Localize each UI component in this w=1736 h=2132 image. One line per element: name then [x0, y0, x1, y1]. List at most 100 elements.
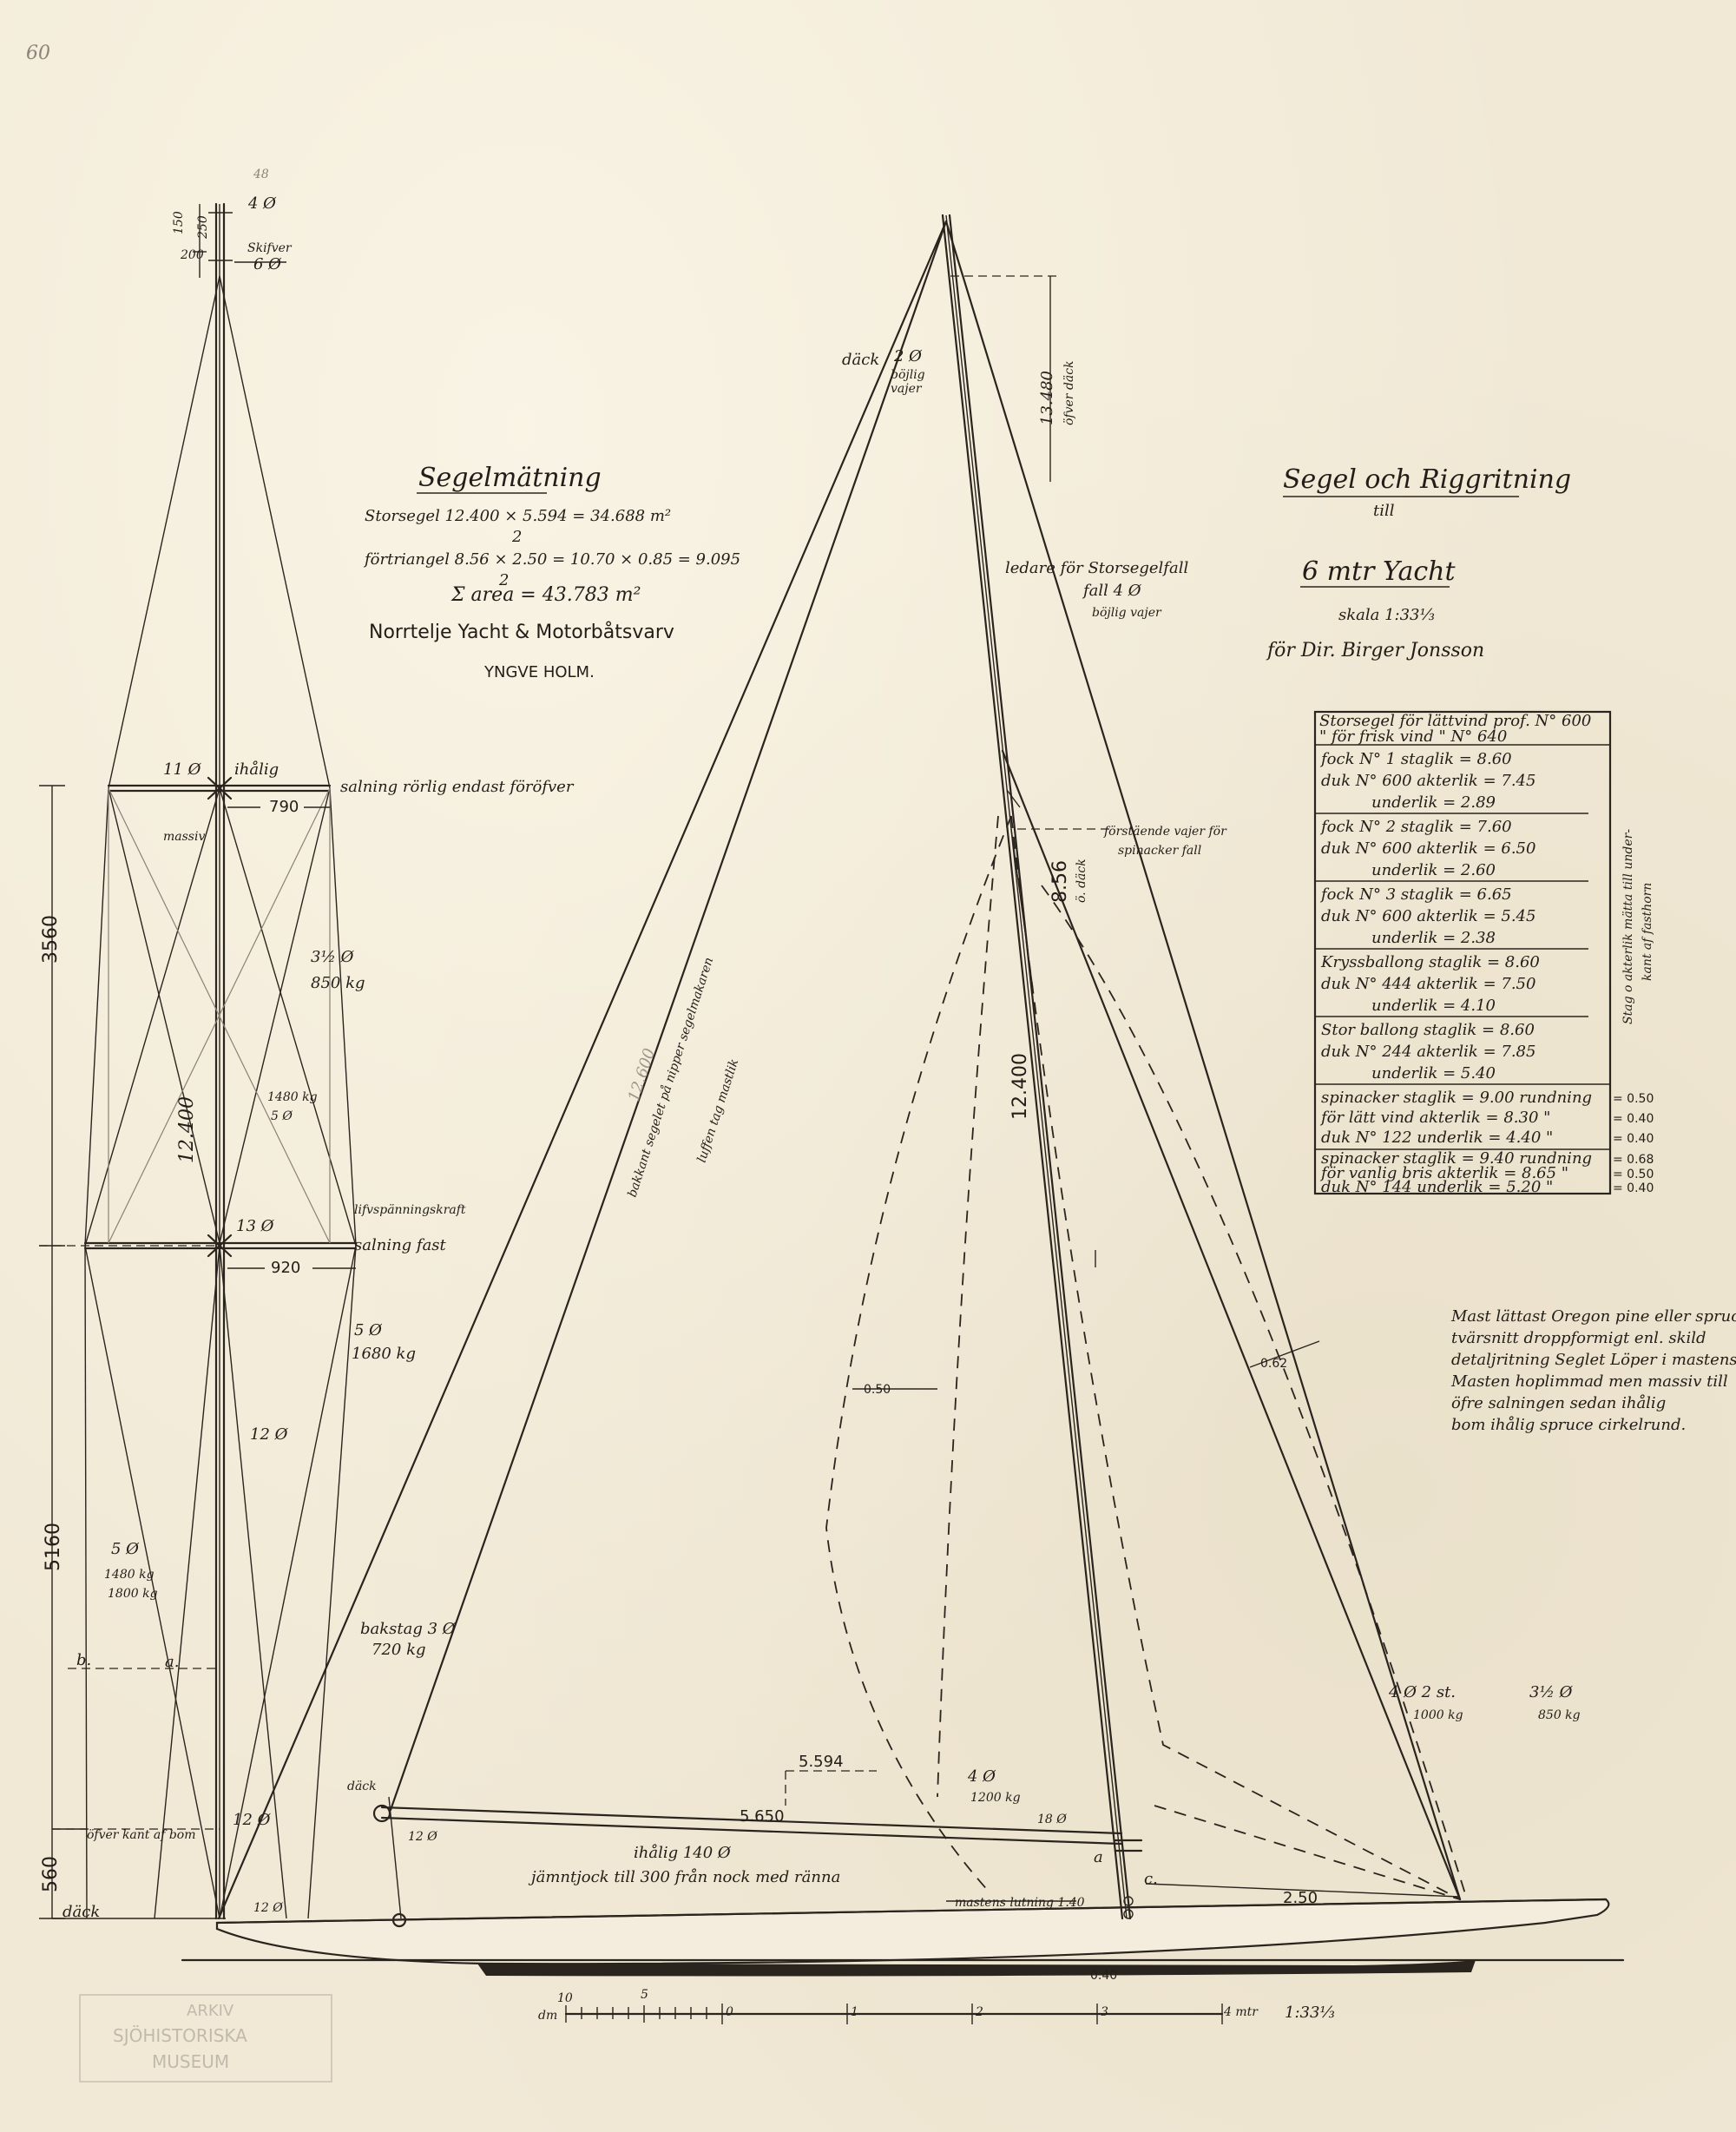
- lower-spreader-width: 920: [271, 1259, 300, 1277]
- wire-d-size: 12 Ø: [250, 1425, 289, 1444]
- sails-table-header-2: " för frisk vind " N° 640: [1319, 727, 1507, 746]
- boom-note-2: jämntjock till 300 från nock med ränna: [528, 1867, 840, 1886]
- table-row: duk N° 122 underlik = 4.40 ": [1321, 1129, 1553, 1147]
- mast-above-deck-note: öfver däck: [1062, 360, 1076, 425]
- scale-label-10: 10: [557, 1991, 573, 2005]
- table-row: duk N° 144 underlik = 5.20 ": [1321, 1178, 1553, 1196]
- table-row: för vanlig bris akterlik = 8.65 ": [1319, 1164, 1568, 1182]
- mast-top-dim-150: 150: [172, 211, 186, 234]
- mast-height-dim: 12.400: [176, 1096, 198, 1163]
- lower-spreader-wire: 13 Ø: [236, 1217, 275, 1235]
- spreader-note: salning rörlig endast föröfver: [340, 778, 575, 796]
- lower-span-dim: 5160: [43, 1523, 64, 1571]
- table-row: fock N° 1 staglik = 8.60: [1319, 750, 1512, 768]
- title-block: Segel och Riggritning till 6 mtr Yacht s…: [1266, 464, 1571, 661]
- table-row: underlik = 2.60: [1371, 861, 1496, 879]
- yard-name: Norrtelje Yacht & Motorbåtsvarv: [369, 621, 674, 643]
- profile-label-a: a: [1094, 1848, 1103, 1866]
- sheet-number: 60: [26, 43, 50, 64]
- forestay-height-dim: 8.56: [1049, 860, 1071, 903]
- boom-wire-size: 4 Ø: [967, 1767, 996, 1786]
- table-row-note: = 0.68: [1613, 1153, 1654, 1167]
- jumper-wire-label: 6 Ø: [253, 255, 282, 273]
- dim-062: 0.62: [1260, 1357, 1287, 1371]
- boom-mark-label: öfver kant af bom: [87, 1828, 196, 1842]
- table-row: duk N° 600 akterlik = 6.50: [1321, 839, 1535, 858]
- table-row-note: = 0.40: [1613, 1132, 1654, 1146]
- mast-elevation: [39, 202, 358, 1920]
- mainsail-divisor: 2: [511, 528, 522, 546]
- mast-note-line: detaljritning Seglet Löper i mastens: [1451, 1351, 1736, 1369]
- lower-spreader-tension: lifvspänningskraft: [354, 1203, 466, 1217]
- table-row-note: = 0.40: [1613, 1181, 1654, 1195]
- main-halyard-wire: böjlig vajer: [1092, 606, 1162, 620]
- table-row-note: = 0.40: [1613, 1112, 1654, 1126]
- shroud-size: 4 Ø 2 st.: [1388, 1683, 1456, 1701]
- mainsail-area: Storsegel 12.400 × 5.594 = 34.688 m²: [365, 507, 671, 525]
- table-row: underlik = 2.38: [1371, 929, 1496, 947]
- boom-length-dim: 5.650: [740, 1807, 785, 1826]
- mast-note-line: öfre salningen sedan ihålig: [1451, 1393, 1666, 1412]
- sail-area-block: Segelmätning Storsegel 12.400 × 5.594 = …: [363, 463, 740, 681]
- jumper-label: Skifver: [247, 241, 293, 255]
- forestay-size: 3½ Ø: [1529, 1683, 1574, 1701]
- scale-label-5: 5: [641, 1988, 648, 2002]
- luff-note-2: luffen tag mastlik: [695, 1057, 742, 1164]
- massiv-label: massiv: [163, 830, 205, 844]
- stamp-line-3: MUSEUM: [152, 2051, 229, 2072]
- top-flexible-label: böjlig: [891, 368, 925, 382]
- table-row: Stor ballong staglik = 8.60: [1321, 1021, 1535, 1039]
- header-mark: 48: [253, 168, 269, 181]
- profile-label-c: c.: [1144, 1870, 1158, 1888]
- wire-c-load: 1680 kg: [352, 1345, 416, 1363]
- top-deck-label: däck: [842, 351, 879, 369]
- stamp-line-1: ARKIV: [187, 2002, 234, 2020]
- mast-above-deck-dim: 13.480: [1038, 371, 1056, 425]
- backstay-load: 720 kg: [372, 1641, 426, 1659]
- lower-spreader-note: salning fast: [354, 1236, 447, 1254]
- table-row-note: = 0.50: [1613, 1168, 1654, 1181]
- shroud-label-b: b.: [76, 1651, 91, 1669]
- forestay-load: 850 kg: [1538, 1708, 1581, 1722]
- table-row: spinacker staglik = 9.00 rundning: [1321, 1089, 1592, 1107]
- rig-profile-labels: däck 2 Ø böjlig vajer 13.480 öfver däck …: [347, 347, 1581, 1983]
- sails-table-header-1: Storsegel för lättvind prof. N° 600: [1319, 712, 1591, 730]
- mast-step-wire: 18 Ø: [1037, 1813, 1067, 1826]
- table-row: duk N° 444 akterlik = 7.50: [1321, 975, 1535, 993]
- table-row: duk N° 600 akterlik = 5.45: [1321, 907, 1535, 925]
- table-row: duk N° 600 akterlik = 7.45: [1321, 772, 1535, 790]
- wire-c-size: 5 Ø: [354, 1321, 383, 1339]
- table-side-note-2: kant af fasthorn: [1641, 883, 1654, 981]
- deck-span-dim: 560: [40, 1856, 62, 1892]
- mast-note: Mast lättast Oregon pine eller spruce tv…: [1450, 1307, 1736, 1434]
- mast-dim-profile: 12.400: [1009, 1053, 1031, 1120]
- spinnaker-halyard-1: förstäende vajer för: [1103, 825, 1227, 839]
- boom-wire-label: 12 Ø: [408, 1830, 437, 1844]
- dim-050: 0.50: [864, 1383, 891, 1397]
- top-wire-name: vajer: [891, 382, 923, 396]
- shroud-load: 1000 kg: [1413, 1708, 1463, 1722]
- table-row-note: = 0.50: [1613, 1092, 1654, 1106]
- sails-table-rows: fock N° 1 staglik = 8.60 duk N° 600 akte…: [1315, 750, 1654, 1196]
- scale-bar: dm 10 5 0 1 2 3 4 mtr 1:33⅓: [538, 1988, 1335, 2024]
- table-row: fock N° 2 staglik = 7.60: [1319, 818, 1512, 836]
- table-row: underlik = 2.89: [1371, 793, 1496, 812]
- designer-name: YNGVE HOLM.: [483, 663, 595, 681]
- upper-span-dim: 3560: [40, 915, 62, 964]
- scale-label-2: 2: [975, 2005, 983, 2019]
- sails-table: Storsegel för lättvind prof. N° 600 " fö…: [1313, 710, 1654, 1196]
- title-line-1: Segel och Riggritning: [1283, 464, 1571, 495]
- scale-label-3: 3: [1101, 2005, 1108, 2019]
- table-row: Kryssballong staglik = 8.60: [1320, 953, 1540, 971]
- foretriangle-base-dim: 2.50: [1283, 1889, 1318, 1907]
- title-line-3: 6 mtr Yacht: [1302, 556, 1456, 587]
- mast-note-line: tvärsnitt droppformigt enl. skild: [1451, 1329, 1706, 1347]
- foretriangle-area: förtriangel 8.56 × 2.50 = 10.70 × 0.85 =…: [363, 550, 740, 569]
- upper-spreader-width: 790: [269, 798, 299, 816]
- keel-dim: 0.40: [1090, 1969, 1117, 1983]
- spinnaker-halyard-2: spinacker fall: [1118, 844, 1201, 858]
- top-wire-label: 4 Ø: [247, 194, 277, 213]
- rig-profile: [181, 214, 1625, 1977]
